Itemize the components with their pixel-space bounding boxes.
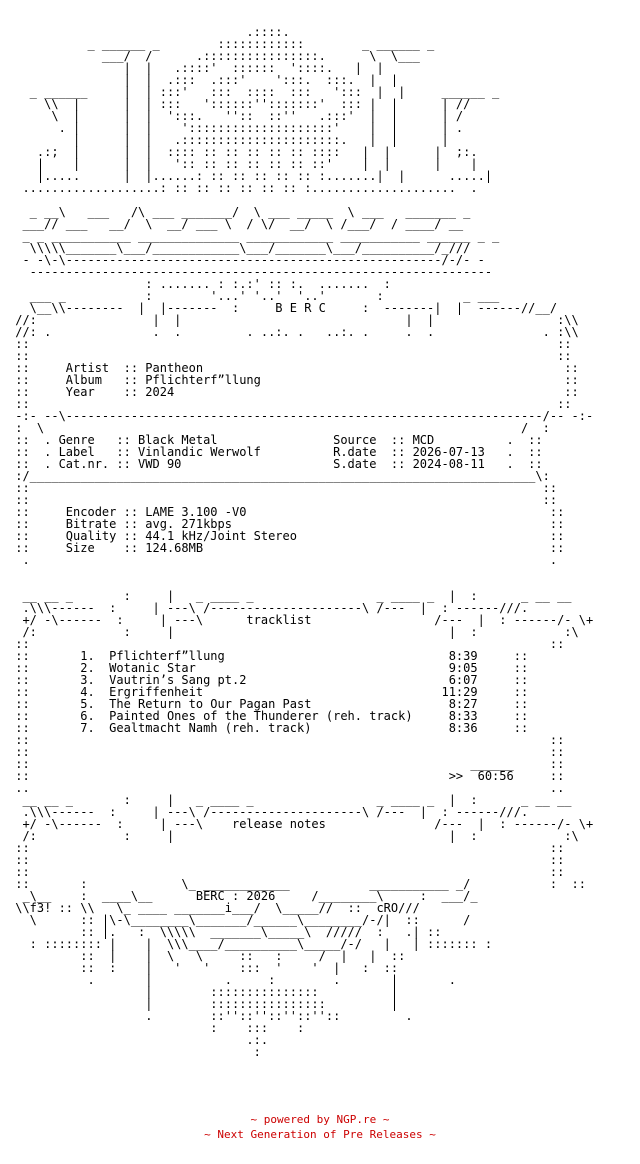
ascii-line: :/______________________________________… <box>15 469 550 483</box>
total-row: :: >> 60:56 :: <box>15 769 565 783</box>
footer-powered-by: ~ powered by NGP.re ~ <box>250 1113 390 1126</box>
header-art-line: _ ______ | | :::' ::: :::: ::: '::: | | … <box>29 85 500 99</box>
track-row: :: 3. Vautrin’s Sang pt.2 6:07 :: <box>15 673 529 687</box>
encoding-row: :: Encoder :: LAME 3.100 -V0 :: <box>15 505 565 519</box>
ascii-line: : ::: : <box>210 1021 305 1035</box>
header-art-line: .::::. <box>246 25 290 39</box>
ascii-line: :: :: <box>15 637 565 651</box>
separator-line: -:- --\---------------------------------… <box>15 409 594 423</box>
info-row: :: Artist :: Pantheon :: <box>15 361 579 375</box>
ascii-line: :: :: <box>15 481 558 495</box>
header-art-line: ___/ / .::::::::::::::::. \ \___ <box>101 49 420 63</box>
ascii-line: :: :: <box>15 853 565 867</box>
ascii-line: :: : \_ ____________ ___________ _/ : :: <box>15 877 586 891</box>
header-art-line: _ __\ ___ /\ ___ _______/ \ ___ _____ \ … <box>29 205 471 219</box>
signature-line: \\f3! :: \\ \_ ____ _______i___/ \_____/… <box>15 901 420 915</box>
ascii-line: .. .. <box>15 781 565 795</box>
ascii-line: . . <box>22 553 558 567</box>
ascii-line: :: : | ' ' ::: ' ' | : :: <box>80 961 399 975</box>
ascii-line: | :::::::::::::::: | <box>145 997 399 1011</box>
encoding-row: :: Quality :: 44.1 kHz/Joint Stereo :: <box>15 529 565 543</box>
track-row: :: 5. The Return to Our Pagan Past 8:27 … <box>15 697 529 711</box>
header-art-line: //: | | | | :\\ <box>15 313 579 327</box>
header-art-line: |..... | |......: :: :: :: :: :: :......… <box>36 169 493 183</box>
details-row: :: . Genre :: Black Metal Source :: MCD … <box>15 433 543 447</box>
info-row: :: Album :: Pflichterf”llung :: <box>15 373 579 387</box>
footer: ~ powered by NGP.re ~ ~ Next Generation … <box>0 1112 640 1142</box>
details-row: :: . Cat.nr. :: VWD 90 S.date :: 2024-08… <box>15 457 543 471</box>
header-art-line: ...................: :: :: :: :: :: :: :… <box>22 181 478 195</box>
header-art-line: _ ______ _ :::::::::::: _ ______ _ <box>87 37 435 51</box>
encoding-row: :: Size :: 124.68MB :: <box>15 541 565 555</box>
ascii-line: __ __ _ : | _ ____ _ _ ____ _ | : _ __ _… <box>22 589 572 603</box>
header-art-line: \ | | | ':::. '':: ::'' .:::' | | | / <box>51 109 464 123</box>
header-art-line: ----------------------------------------… <box>29 265 493 279</box>
header-art-line: : ....... : :.:' :: :. ....... : <box>145 277 391 291</box>
ascii-line: .:. <box>246 1033 269 1047</box>
header-art-line: - -\-\----------------------------------… <box>22 253 485 267</box>
track-row: :: 4. Ergriffenheit 11:29 :: <box>15 685 529 699</box>
ascii-line: __ __ _ : | _ ____ _ _ ____ _ | : _ __ _… <box>22 793 572 807</box>
release-notes-title: +/ -\------ : | ---\ release notes /--- … <box>22 817 594 831</box>
header-art-line: ___ _ : '...' '..' '..' : _ ___ <box>29 289 500 303</box>
encoding-row: :: Bitrate :: avg. 271kbps :: <box>15 517 565 531</box>
track-row: :: 6. Painted Ones of the Thunderer (reh… <box>15 709 529 723</box>
header-art-line: //: . . . . ..:. . ..:. . . . . :\\ <box>15 325 579 339</box>
header-art-line: :: :: <box>15 337 572 351</box>
ascii-line: . | . : . | . <box>87 973 456 987</box>
total-rule: :: ______ :: <box>15 757 565 771</box>
ascii-line: :: | | \ \ :: : / | | :: <box>80 949 406 963</box>
details-row: :: . Label :: Vinlandic Werwolf R.date :… <box>15 445 543 459</box>
header-art-line: \\\\\_______\___/____________\___/______… <box>29 241 471 255</box>
ascii-line: : <box>253 1045 261 1059</box>
signature-mid: _\__ : ____\__ BERC : 2026 /________\ : … <box>22 889 478 903</box>
header-art-line: ___// ___ __/ \ __/ ___ \ / \/ __/ \ /__… <box>22 217 464 231</box>
ascii-line: :: :: <box>15 865 565 879</box>
header-art-line: _ _ ___________ ______________ _________… <box>22 229 500 243</box>
ascii-line: : \ / : <box>15 421 550 435</box>
ascii-line: /: : | | : :\ <box>22 625 579 639</box>
ascii-line: .\\\------ : | ---\ /-------------------… <box>22 805 529 819</box>
footer-tagline: ~ Next Generation of Pre Releases ~ <box>204 1128 436 1141</box>
ascii-line: | ::::::::::::::: | <box>145 985 399 999</box>
ascii-line: .\\\------ : | ---\ /-------------------… <box>22 601 529 615</box>
ascii-line: :: |. : \\\\\ _______\_____\ ///// : .| … <box>80 925 442 939</box>
header-art-line: \__\\-------- | |------- : B E R C : ---… <box>29 301 558 315</box>
info-row: :: Year :: 2024 :: <box>15 385 579 399</box>
ascii-line: . ::''::''::''::'':: . <box>145 1009 413 1023</box>
header-art-line: .:; | | | :::: :: :: :: :: :: :::: | | |… <box>36 145 478 159</box>
ascii-line: /: : | | : :\ <box>22 829 579 843</box>
header-art-line: | | | | ':: :: :: :: :: :: ::' | | | | <box>36 157 478 171</box>
track-row: :: 7. Gealtmacht Namh (reh. track) 8:36 … <box>15 721 529 735</box>
ascii-line: \ :: |\-\________\_______/______\_______… <box>29 913 471 927</box>
ascii-line: :: :: <box>15 745 565 759</box>
header-art-line: | | | .::::::::::::::::::::::. | | | <box>73 133 449 147</box>
track-row: :: 1. Pflichterf”llung 8:39 :: <box>15 649 529 663</box>
ascii-line: :: :: <box>15 841 565 855</box>
header-art-line: . | | | '::::::::::::::::::::' | | | . <box>58 121 464 135</box>
ascii-line: :: :: <box>15 397 572 411</box>
ascii-line: :: :: <box>15 733 565 747</box>
header-art-line: | | .::::' :::::: '::::. | | <box>123 61 384 75</box>
ascii-line: : :::::::: | | \\\____/__________\_____/… <box>29 937 493 951</box>
header-art-line: \\ | | | ::: '::::::'':::::::' ::: | | |… <box>44 97 471 111</box>
header-art-line: | | .::: .:::' ':::. :::. | | <box>123 73 399 87</box>
tracklist-title: +/ -\------ : | ---\ tracklist /--- | : … <box>22 613 594 627</box>
nfo-ascii-document: .::::. _ ______ _ :::::::::::: _ ______ … <box>8 26 593 1058</box>
ascii-line: :: :: <box>15 349 572 363</box>
ascii-line: :: :: <box>15 493 558 507</box>
track-row: :: 2. Wotanic Star 9:05 :: <box>15 661 529 675</box>
